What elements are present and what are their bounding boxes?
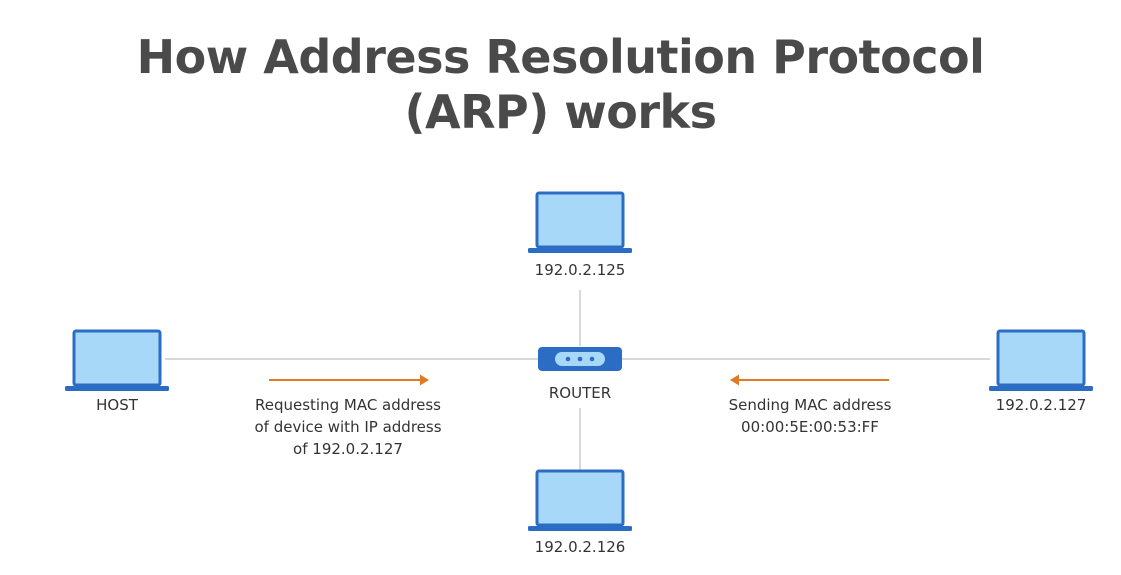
title-line-2: (ARP) works bbox=[404, 85, 717, 139]
host-label: HOST bbox=[96, 396, 138, 414]
arrow-left-icon bbox=[730, 374, 889, 386]
laptop-icon bbox=[63, 329, 171, 393]
router-icon bbox=[538, 347, 622, 371]
reply-line-2: 00:00:5E:00:53:FF bbox=[741, 418, 879, 436]
diagram-title: How Address Resolution Protocol (ARP) wo… bbox=[0, 30, 1121, 140]
request-line-3: of 192.0.2.127 bbox=[293, 440, 403, 458]
router-label: ROUTER bbox=[548, 384, 612, 402]
request-line-2: of device with IP address bbox=[254, 418, 442, 436]
top-device-ip: 192.0.2.125 bbox=[534, 261, 626, 279]
title-line-1: How Address Resolution Protocol bbox=[136, 30, 985, 84]
laptop-icon bbox=[526, 191, 634, 255]
laptop-icon bbox=[987, 329, 1095, 393]
laptop-icon bbox=[526, 469, 634, 533]
request-line-1: Requesting MAC address bbox=[254, 396, 441, 414]
arrow-right-icon bbox=[269, 374, 429, 386]
request-message: Requesting MAC address of device with IP… bbox=[218, 394, 478, 460]
reply-line-1: Sending MAC address bbox=[728, 396, 892, 414]
bottom-device-ip: 192.0.2.126 bbox=[534, 538, 626, 556]
right-device-ip: 192.0.2.127 bbox=[995, 396, 1087, 414]
reply-message: Sending MAC address 00:00:5E:00:53:FF bbox=[690, 394, 930, 438]
